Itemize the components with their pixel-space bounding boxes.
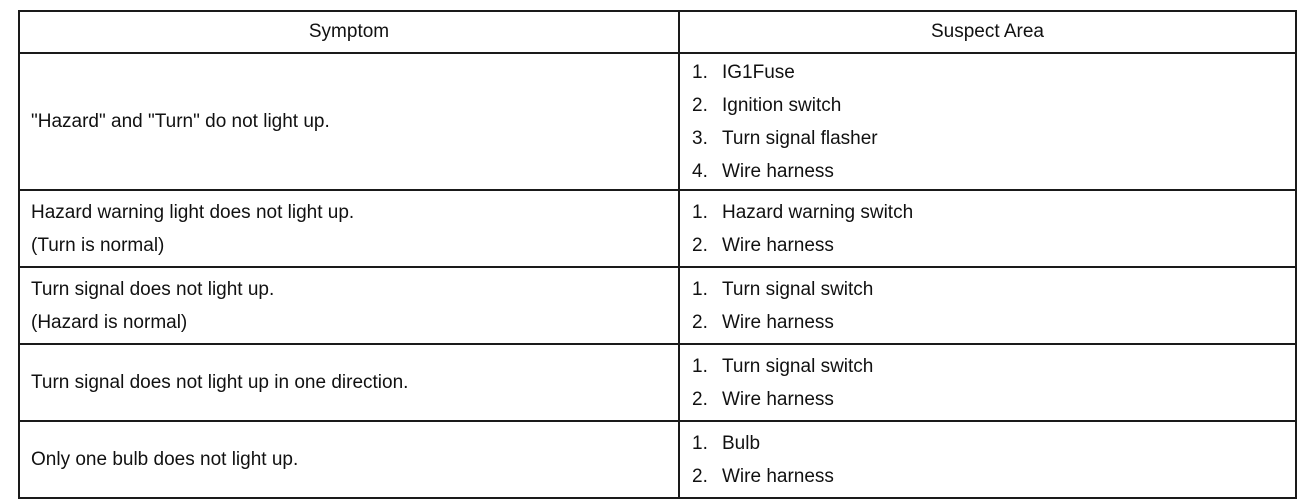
suspect-item: 2. Wire harness — [692, 460, 1295, 493]
symptom-cell: Only one bulb does not light up. — [18, 420, 680, 499]
header-row: Symptom Suspect Area — [18, 10, 1297, 54]
item-number: 3. — [692, 127, 708, 149]
suspect-item: 1. Turn signal switch — [692, 273, 1295, 306]
item-number: 1. — [692, 432, 708, 454]
suspect-item: 1. IG1Fuse — [692, 56, 1295, 89]
symptom-note: (Hazard is normal) — [31, 311, 188, 333]
suspect-area-cell: 1. Hazard warning switch 2. Wire harness — [678, 189, 1297, 268]
item-number: 1. — [692, 278, 708, 300]
symptom-text: Turn signal does not light up in one dir… — [31, 372, 409, 393]
suspect-item: 1. Turn signal switch — [692, 350, 1295, 383]
symptom-text: Turn signal does not light up. — [31, 278, 275, 300]
item-text: Wire harness — [722, 388, 834, 410]
suspect-item: 1. Bulb — [692, 427, 1295, 460]
suspect-item: 2. Wire harness — [692, 306, 1295, 339]
suspect-item: 2. Wire harness — [692, 229, 1295, 262]
table-row: Turn signal does not light up in one dir… — [18, 343, 1297, 422]
item-text: Ignition switch — [722, 94, 842, 116]
suspect-item: 4. Wire harness — [692, 155, 1295, 188]
item-number: 2. — [692, 465, 708, 487]
item-text: Turn signal flasher — [722, 127, 878, 149]
suspect-area-cell: 1. Turn signal switch 2. Wire harness — [678, 266, 1297, 345]
item-number: 1. — [692, 355, 708, 377]
item-number: 2. — [692, 234, 708, 256]
suspect-area-cell: 1. IG1Fuse 2. Ignition switch 3. Turn signa… — [678, 52, 1297, 191]
item-number: 2. — [692, 311, 708, 333]
troubleshooting-table: Symptom Suspect Area "Hazard" and "Turn"… — [18, 10, 1297, 499]
item-number: 1. — [692, 201, 708, 223]
item-text: Wire harness — [722, 465, 834, 487]
item-text: Bulb — [722, 432, 761, 454]
suspect-item: 2. Ignition switch — [692, 89, 1295, 122]
item-text: Wire harness — [722, 160, 834, 182]
table-row: Turn signal does not light up. (Hazard i… — [18, 266, 1297, 345]
table-row: Hazard warning light does not light up. … — [18, 189, 1297, 268]
item-number: 2. — [692, 388, 708, 410]
item-text: Wire harness — [722, 311, 834, 333]
symptom-text: "Hazard" and "Turn" do not light up. — [31, 111, 330, 132]
table-row: "Hazard" and "Turn" do not light up. 1. I… — [18, 52, 1297, 191]
suspect-area-cell: 1. Bulb 2. Wire harness — [678, 420, 1297, 499]
symptom-note: (Turn is normal) — [31, 234, 165, 256]
suspect-item: 1. Hazard warning switch — [692, 196, 1295, 229]
item-number: 4. — [692, 160, 708, 182]
symptom-text: Hazard warning light does not light up. — [31, 201, 355, 223]
suspect-area-header: Suspect Area — [678, 10, 1297, 54]
item-text: Turn signal switch — [722, 278, 874, 300]
symptom-text: Only one bulb does not light up. — [31, 449, 299, 470]
suspect-item: 2. Wire harness — [692, 383, 1295, 416]
table-row: Only one bulb does not light up. 1. Bulb … — [18, 420, 1297, 499]
symptom-cell: Hazard warning light does not light up. … — [18, 189, 680, 268]
item-text: Turn signal switch — [722, 355, 874, 377]
suspect-area-cell: 1. Turn signal switch 2. Wire harness — [678, 343, 1297, 422]
item-text: Wire harness — [722, 234, 834, 256]
item-text: IG1Fuse — [722, 61, 795, 83]
symptom-header: Symptom — [18, 10, 680, 54]
item-number: 2. — [692, 94, 708, 116]
item-number: 1. — [692, 61, 708, 83]
symptom-cell: Turn signal does not light up in one dir… — [18, 343, 680, 422]
symptom-cell: Turn signal does not light up. (Hazard i… — [18, 266, 680, 345]
suspect-item: 3. Turn signal flasher — [692, 122, 1295, 155]
symptom-cell: "Hazard" and "Turn" do not light up. — [18, 52, 680, 191]
item-text: Hazard warning switch — [722, 201, 914, 223]
